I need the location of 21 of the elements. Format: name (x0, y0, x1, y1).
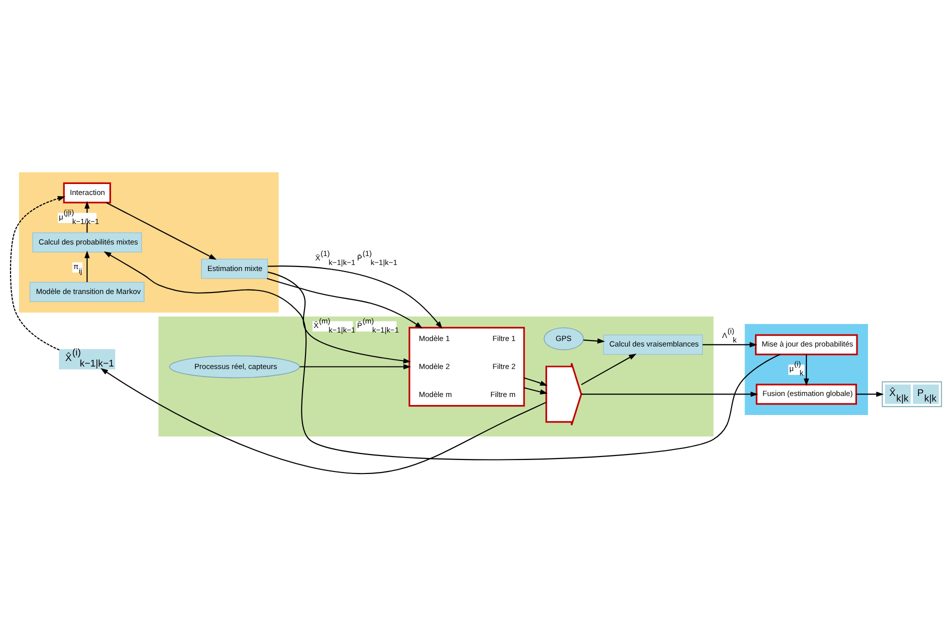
cluster (19, 172, 279, 312)
arrow (268, 271, 411, 363)
arrow (581, 391, 758, 396)
arrow (524, 386, 548, 394)
arrow (106, 202, 217, 260)
arrow (84, 250, 90, 282)
arrow (266, 278, 423, 328)
arrow (581, 353, 636, 385)
cluster (744, 323, 868, 414)
arrow (702, 342, 758, 347)
node-arrow (545, 362, 582, 426)
arrow (856, 391, 884, 396)
cluster (158, 316, 714, 436)
arrow (104, 250, 780, 460)
arrow (804, 354, 810, 386)
arrow (583, 338, 605, 344)
arrow (100, 368, 546, 474)
arrow (268, 265, 442, 328)
arrow (524, 376, 548, 386)
arrow (10, 196, 66, 350)
arrow (300, 364, 412, 369)
